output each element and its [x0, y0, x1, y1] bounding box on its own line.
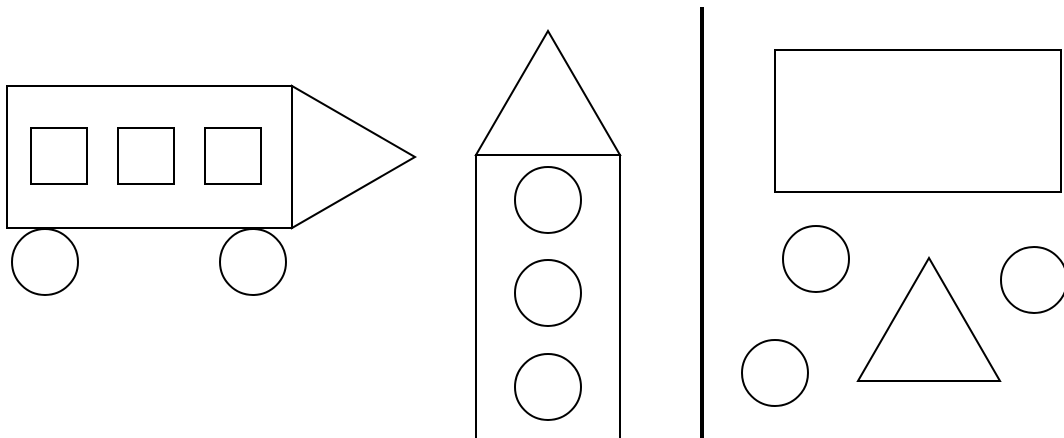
rocket-window-circle-2: [515, 260, 581, 326]
loose-circle-right: [1001, 247, 1064, 313]
train-car-figure: [7, 86, 415, 295]
rocket-nose-triangle: [476, 31, 620, 155]
rocket-window-circle-3: [515, 354, 581, 420]
loose-circle-upper-left: [783, 226, 849, 292]
train-wheel-circle-right: [220, 229, 286, 295]
train-wheel-circle-left: [12, 229, 78, 295]
train-nose-triangle: [292, 86, 415, 228]
train-window-square-3: [205, 128, 261, 184]
train-window-square-2: [118, 128, 174, 184]
train-body-rectangle: [7, 86, 292, 228]
rocket-body-rectangle: [476, 155, 620, 438]
train-window-square-1: [31, 128, 87, 184]
loose-shapes-group: [742, 50, 1064, 406]
loose-triangle: [858, 258, 1000, 381]
loose-circle-lower-left: [742, 340, 808, 406]
rocket-window-circle-1: [515, 167, 581, 233]
rocket-figure: [476, 31, 620, 438]
loose-rectangle: [775, 50, 1061, 192]
